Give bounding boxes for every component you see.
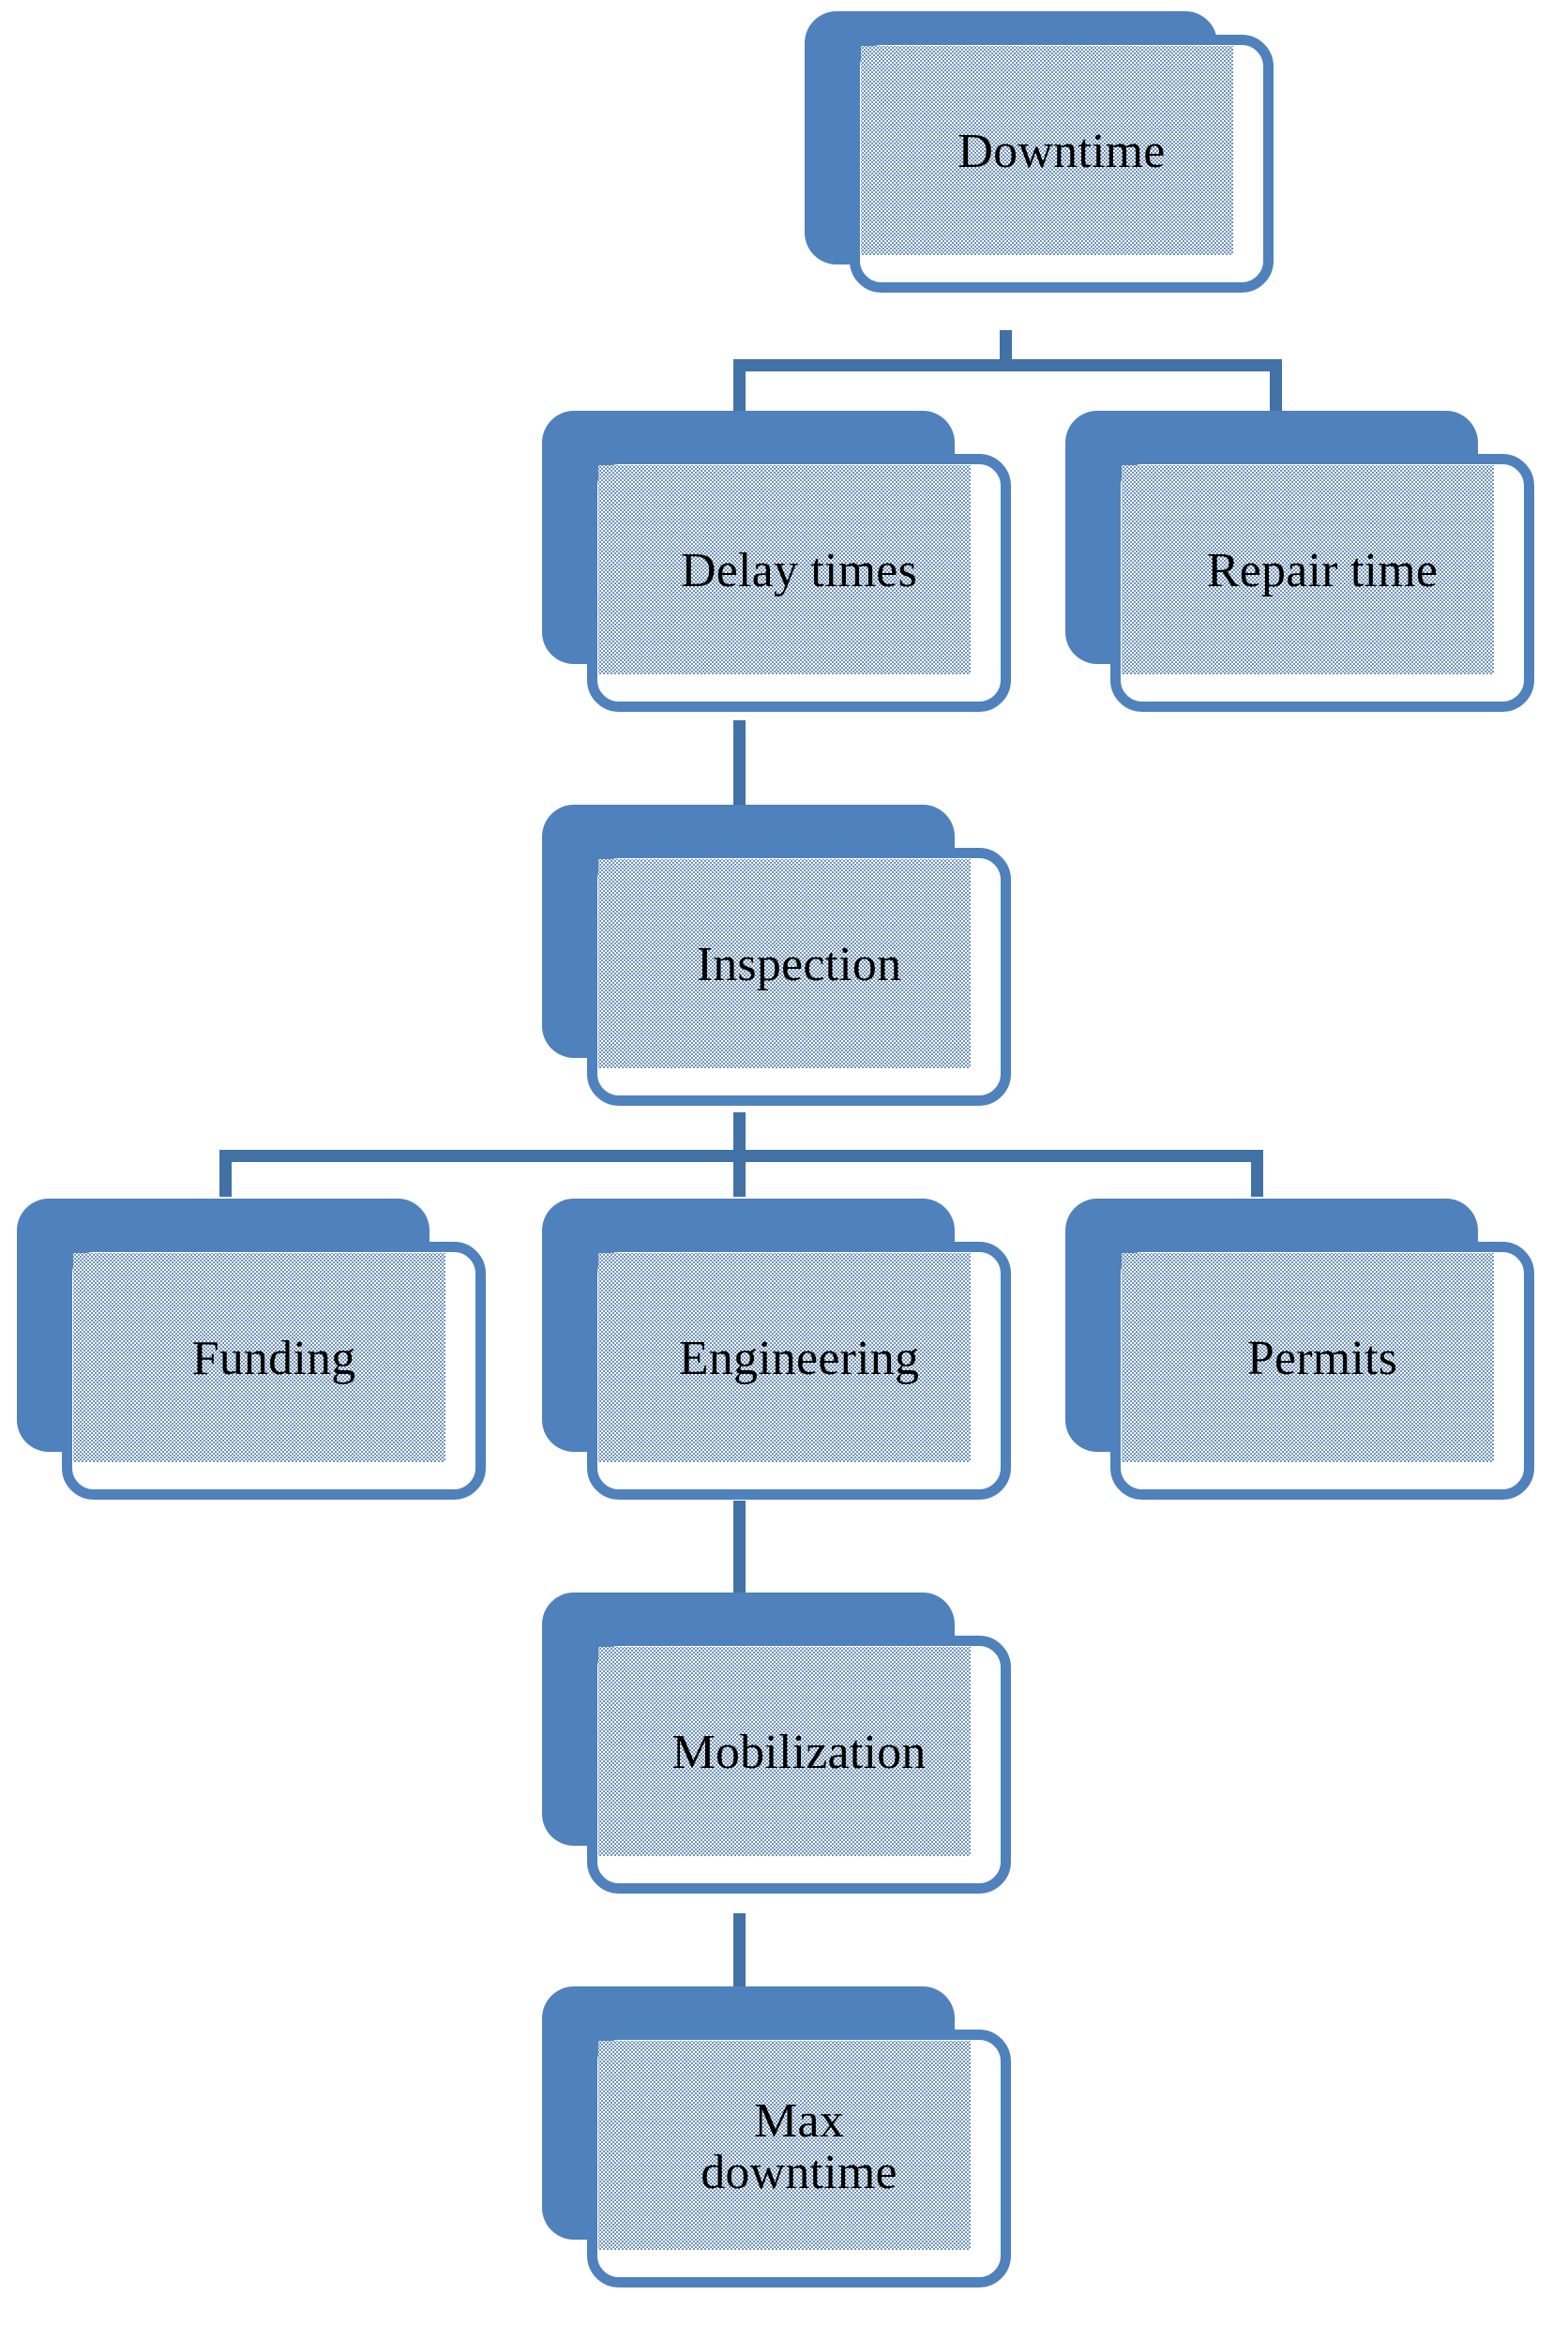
node-repair-time-inner-fill <box>1122 465 1494 674</box>
node-mobilization-inner-fill <box>598 1647 971 1856</box>
connector-downtime-right-riser <box>1270 359 1282 414</box>
connector-inspection-left-riser <box>219 1150 232 1197</box>
node-funding-inner-fill <box>73 1253 445 1462</box>
connector-engineering-to-mobilization <box>733 1501 746 1606</box>
connector-downtime-left-riser <box>733 359 746 414</box>
node-downtime[interactable]: Downtime <box>805 11 1274 293</box>
connector-inspection-drop <box>733 1112 746 1156</box>
connector-inspection-right-riser <box>1251 1150 1263 1197</box>
node-downtime-inner-fill <box>861 46 1233 255</box>
node-funding[interactable]: Funding <box>17 1199 497 1517</box>
connector-mobilization-to-maxdowntime <box>733 1913 746 1986</box>
node-max-downtime-inner-fill <box>598 2041 971 2250</box>
node-engineering[interactable]: Engineering <box>542 1199 1022 1517</box>
node-inspection[interactable]: Inspection <box>542 805 1022 1114</box>
node-permits[interactable]: Permits <box>1065 1199 1545 1517</box>
node-repair-time[interactable]: Repair time <box>1065 411 1545 720</box>
connector-delaytimes-to-inspection <box>733 720 746 819</box>
node-delay-times-inner-fill <box>598 465 971 674</box>
node-inspection-inner-fill <box>598 859 971 1068</box>
node-max-downtime[interactable]: Max downtime <box>542 1986 1022 2313</box>
node-permits-inner-fill <box>1122 1253 1494 1462</box>
node-engineering-inner-fill <box>598 1253 971 1462</box>
connector-downtime-bus <box>733 359 1282 371</box>
connector-inspection-mid-riser <box>733 1150 746 1197</box>
node-delay-times[interactable]: Delay times <box>542 411 1022 720</box>
node-mobilization[interactable]: Mobilization <box>542 1593 1022 1913</box>
